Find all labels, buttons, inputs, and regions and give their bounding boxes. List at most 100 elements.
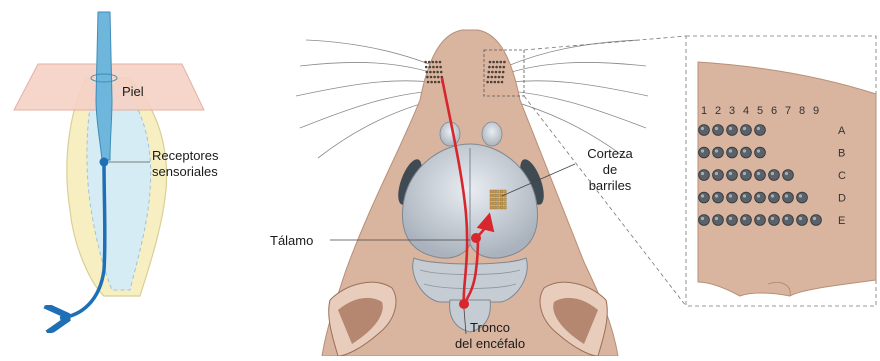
follicle-highlight (729, 217, 732, 220)
cortex-barrel (497, 194, 500, 197)
snout-whisker-dot (488, 66, 491, 69)
brainstem-label-line2: del encéfalo (455, 336, 525, 351)
cortex-barrel (493, 206, 496, 209)
cortex-barrel (497, 198, 500, 201)
thalamus-label: Tálamo (270, 233, 313, 248)
cortex-barrel (504, 202, 507, 205)
follicle-highlight (785, 194, 788, 197)
snout-whisker-dot (432, 66, 435, 69)
snout-whisker-dot (426, 71, 429, 74)
follicle-highlight (757, 127, 760, 130)
brainstem-label-line1: Tronco (470, 320, 510, 335)
whisker-follicle-dot (713, 215, 724, 226)
whisker-follicle-dot (699, 125, 710, 136)
snout-whisker-dot (486, 81, 489, 84)
whisker-follicle-dot (699, 147, 710, 158)
grid-row-letter: C (838, 170, 846, 182)
cortex-barrel (500, 202, 503, 205)
snout-whisker-dot (436, 71, 439, 74)
cortex-barrel (490, 206, 493, 209)
whisker-follicle-dot (797, 192, 808, 203)
whisker-follicle-dot (699, 170, 710, 181)
grid-column-number: 8 (799, 105, 805, 117)
follicle-highlight (715, 149, 718, 152)
snout-whisker-dot (432, 61, 435, 64)
whisker-follicle-dot (727, 215, 738, 226)
skin-label: Piel (122, 84, 144, 99)
whisker-follicle-dot (741, 192, 752, 203)
whisker-follicle-dot (755, 192, 766, 203)
whisker-follicle-dot (713, 192, 724, 203)
snout-whisker-dot (497, 81, 500, 84)
whisker-follicle-dot (741, 215, 752, 226)
snout-whisker-dot (503, 66, 506, 69)
follicle-highlight (701, 194, 704, 197)
follicle-highlight (799, 194, 802, 197)
follicle-highlight (771, 217, 774, 220)
grid-row-letter: E (838, 215, 845, 227)
whisker-pad-closeup: 123456789 ABCDE (686, 36, 876, 306)
snout-whisker-dot (492, 66, 495, 69)
follicle-highlight (729, 149, 732, 152)
snout-whisker-dot (424, 61, 427, 64)
cortex-barrel (493, 190, 496, 193)
follicle-highlight (729, 194, 732, 197)
snout-whisker-dot (425, 66, 428, 69)
snout-whisker-dot (427, 81, 430, 84)
cortex-barrel (497, 202, 500, 205)
whisker-follicle-dot (755, 170, 766, 181)
whisker-follicle-diagram: Piel Receptores sensoriales (14, 12, 219, 318)
snout-whisker-dot (491, 71, 494, 74)
follicle-highlight (785, 217, 788, 220)
cortex-barrel (493, 202, 496, 205)
whisker-follicle-dot (769, 170, 780, 181)
whisker-follicle-dot (727, 147, 738, 158)
follicle-highlight (757, 172, 760, 175)
snout-whisker-dot (429, 71, 432, 74)
snout-whisker-dot (502, 71, 505, 74)
snout-whisker-dot (494, 76, 497, 79)
whisker-follicle-dot (769, 192, 780, 203)
grid-column-number: 2 (715, 105, 721, 117)
snout-whisker-dot (487, 76, 490, 79)
follicle-highlight (771, 172, 774, 175)
snout-whisker-dot (433, 76, 436, 79)
cortex-barrel (497, 190, 500, 193)
snout-whisker-dot (495, 66, 498, 69)
brainstem-marker (459, 299, 469, 309)
snout-whisker-dot (501, 81, 504, 84)
follicle-highlight (701, 149, 704, 152)
follicle-highlight (701, 172, 704, 175)
follicle-highlight (757, 194, 760, 197)
grid-column-number: 5 (757, 105, 763, 117)
snout-whisker-dot (429, 66, 432, 69)
whisker-follicle-dot (755, 147, 766, 158)
cortex-barrel (500, 206, 503, 209)
whisker-follicle-dot (727, 192, 738, 203)
snout-whisker-dot (433, 71, 436, 74)
grid-column-number: 3 (729, 105, 735, 117)
grid-column-number: 6 (771, 105, 777, 117)
follicle-highlight (743, 127, 746, 130)
whisker-follicle-dot (713, 147, 724, 158)
grid-row-letter: D (838, 193, 846, 205)
grid-column-number: 1 (701, 105, 707, 117)
whisker-follicle-dot (741, 125, 752, 136)
snout-whisker-dot (492, 61, 495, 64)
grid-column-labels: 123456789 (701, 105, 819, 117)
whisker-follicle-dot (797, 215, 808, 226)
cortex-barrel (504, 198, 507, 201)
whisker-follicle-dot (727, 125, 738, 136)
follicle-highlight (757, 149, 760, 152)
follicle-highlight (757, 217, 760, 220)
snout-whisker-dot (495, 71, 498, 74)
snout-whisker-dot (498, 76, 501, 79)
follicle-highlight (729, 127, 732, 130)
follicle-highlight (743, 149, 746, 152)
snout-whisker-dot (436, 66, 439, 69)
snout-whisker-dot (491, 76, 494, 79)
barrel-cortex-label-line2: de (603, 162, 617, 177)
whisker-follicle-dot (811, 215, 822, 226)
barrel-cortex-patch (490, 190, 506, 209)
whisker-follicle-dot (755, 215, 766, 226)
